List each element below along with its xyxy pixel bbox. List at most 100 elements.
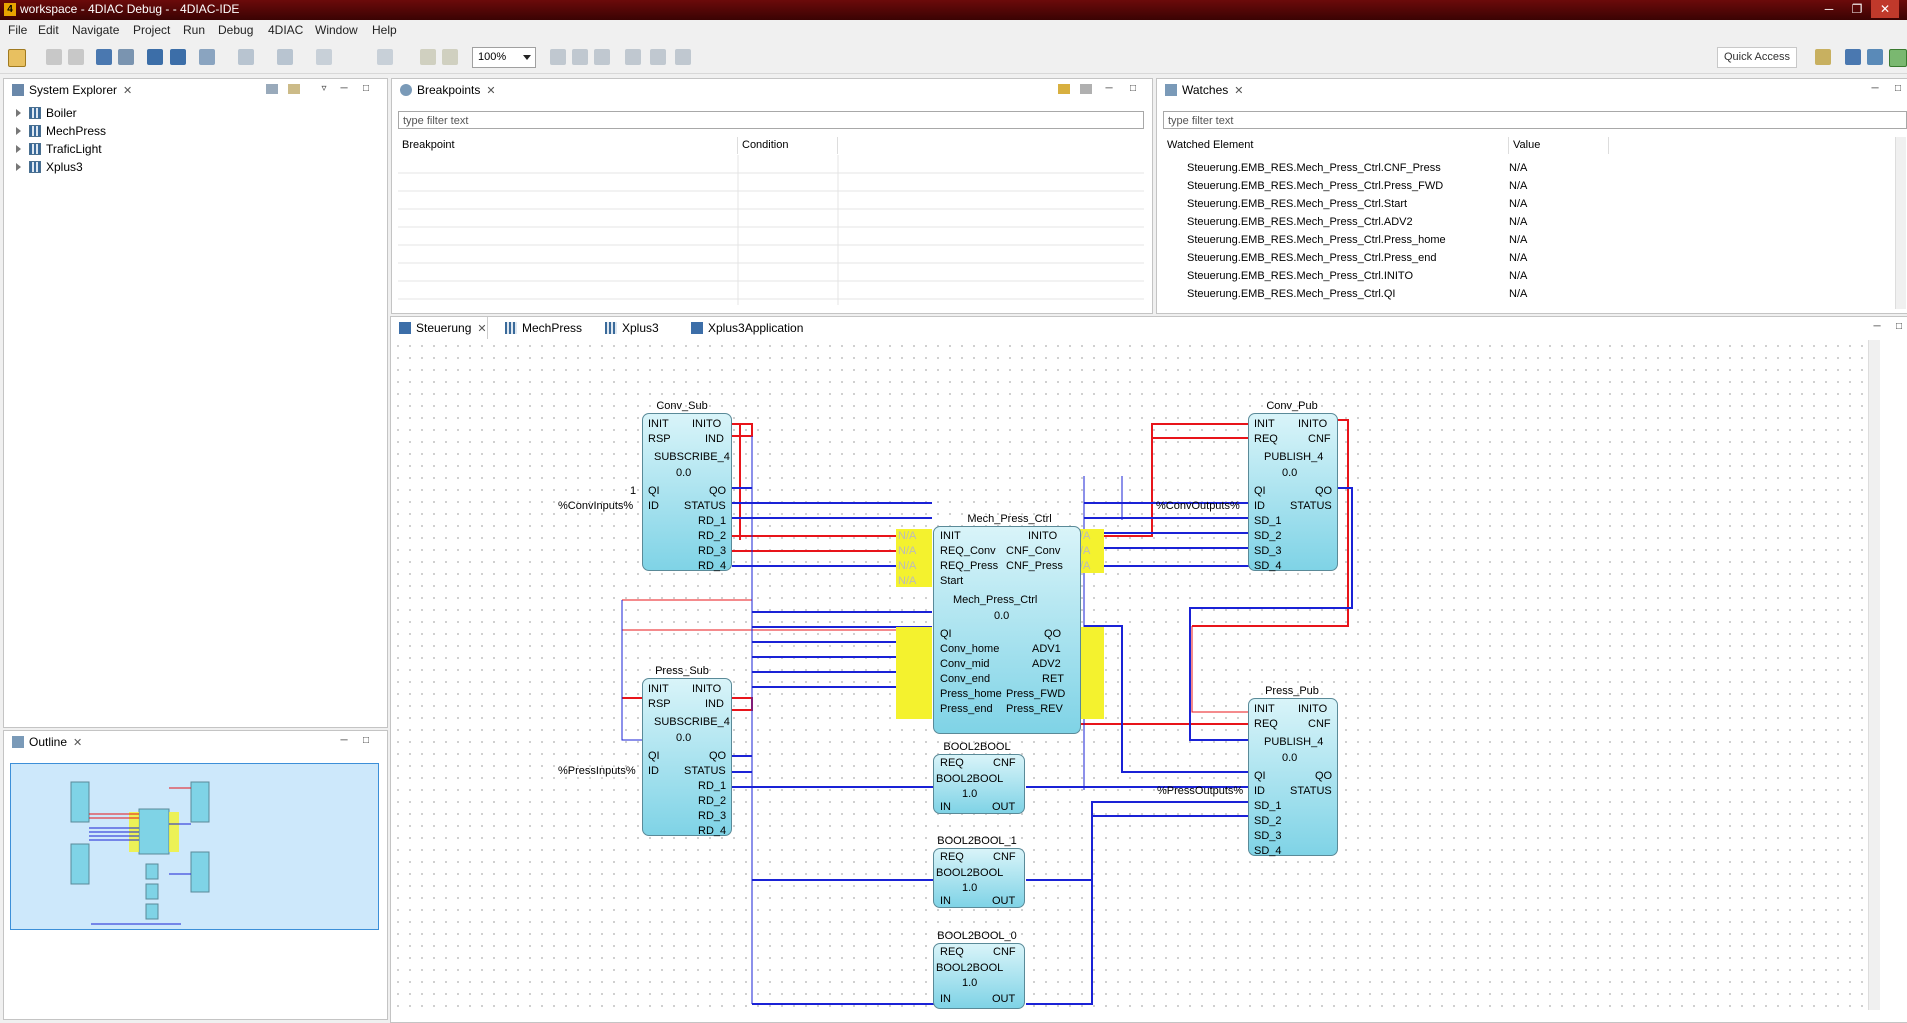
minimize-icon[interactable]: ─ xyxy=(1105,83,1113,94)
watch-row[interactable]: Steuerung.EMB_RES.Mech_Press_Ctrl.Start xyxy=(1187,197,1407,212)
tab-system-explorer[interactable]: System Explorer✕ xyxy=(6,79,132,101)
port-init[interactable]: INIT xyxy=(1254,418,1275,430)
align-left-icon[interactable] xyxy=(550,49,566,65)
port-inito[interactable]: INITO xyxy=(692,683,722,695)
port-status[interactable]: STATUS xyxy=(1290,500,1332,512)
port-rd2[interactable]: RD_2 xyxy=(698,795,727,807)
port-sd4[interactable]: SD_4 xyxy=(1254,560,1282,572)
port-qi[interactable]: QI xyxy=(1254,770,1266,782)
debug-icon[interactable] xyxy=(170,49,186,65)
column-breakpoint[interactable]: Breakpoint xyxy=(398,137,738,154)
port-req[interactable]: REQ xyxy=(940,757,964,769)
skip-all-breakpoints-icon[interactable] xyxy=(1058,84,1070,94)
port-status[interactable]: STATUS xyxy=(684,500,726,512)
port-sd1[interactable]: SD_1 xyxy=(1254,800,1282,812)
port-init[interactable]: INIT xyxy=(940,530,961,542)
menu-debug[interactable]: Debug xyxy=(218,23,254,37)
expand-arrow-icon[interactable] xyxy=(16,127,21,135)
port-sd4[interactable]: SD_4 xyxy=(1254,845,1282,857)
port-inito[interactable]: INITO xyxy=(692,418,722,430)
close-icon[interactable]: ✕ xyxy=(477,323,487,335)
port-cnf[interactable]: CNF xyxy=(1308,718,1331,730)
port-rd1[interactable]: RD_1 xyxy=(698,515,727,527)
align-middle-icon[interactable] xyxy=(650,49,666,65)
port-cnf-press[interactable]: CNF_Press xyxy=(1006,560,1063,572)
port-qo[interactable]: QO xyxy=(709,485,727,497)
close-icon[interactable]: ✕ xyxy=(123,85,133,97)
port-req-press[interactable]: REQ_Press xyxy=(940,560,999,572)
port-press-fwd[interactable]: Press_FWD xyxy=(1006,688,1066,700)
port-cnf-conv[interactable]: CNF_Conv xyxy=(1006,545,1061,557)
port-req[interactable]: REQ xyxy=(1254,433,1278,445)
port-qi[interactable]: QI xyxy=(1254,485,1266,497)
port-rd3[interactable]: RD_3 xyxy=(698,810,727,822)
watches-filter-input[interactable]: type filter text xyxy=(1163,111,1907,129)
open-perspective-icon[interactable] xyxy=(1815,49,1831,65)
port-adv1[interactable]: ADV1 xyxy=(1032,643,1061,655)
menu-navigate[interactable]: Navigate xyxy=(72,23,120,37)
watches-scrollbar[interactable] xyxy=(1895,137,1906,309)
port-sd2[interactable]: SD_2 xyxy=(1254,815,1282,827)
port-press-rev[interactable]: Press_REV xyxy=(1006,703,1063,715)
restore-button[interactable]: ❐ xyxy=(1851,2,1863,16)
port-req[interactable]: REQ xyxy=(940,946,964,958)
port-cnf[interactable]: CNF xyxy=(993,757,1016,769)
port-ind[interactable]: IND xyxy=(705,698,724,710)
watch-row[interactable]: Steuerung.EMB_RES.Mech_Press_Ctrl.Press_… xyxy=(1187,233,1446,248)
press-pub-name[interactable]: Press_Pub xyxy=(1265,685,1319,697)
press-sub-name[interactable]: Press_Sub xyxy=(655,665,709,677)
watch-row[interactable]: Steuerung.EMB_RES.Mech_Press_Ctrl.Press_… xyxy=(1187,179,1443,194)
port-qo[interactable]: QO xyxy=(1315,485,1333,497)
close-button[interactable]: ✕ xyxy=(1871,0,1899,18)
close-icon[interactable]: ✕ xyxy=(486,85,496,97)
watch-row[interactable]: Steuerung.EMB_RES.Mech_Press_Ctrl.INITO xyxy=(1187,269,1413,284)
tab-steuerung[interactable]: Steuerung✕ xyxy=(393,317,488,339)
menu-project[interactable]: Project xyxy=(133,23,171,37)
new-icon[interactable] xyxy=(8,49,26,67)
forward-icon[interactable] xyxy=(377,49,393,65)
port-id[interactable]: ID xyxy=(648,500,659,512)
port-inito[interactable]: INITO xyxy=(1298,418,1328,430)
minimize-icon[interactable]: ─ xyxy=(340,83,348,94)
fb-conv-pub[interactable] xyxy=(1248,413,1338,571)
minimize-button[interactable]: ─ xyxy=(1824,2,1834,16)
tab-xplus3application[interactable]: Xplus3Application xyxy=(685,317,803,339)
port-rd4[interactable]: RD_4 xyxy=(698,825,727,837)
port-adv2[interactable]: ADV2 xyxy=(1032,658,1061,670)
expand-arrow-icon[interactable] xyxy=(16,109,21,117)
align-bottom-icon[interactable] xyxy=(675,49,691,65)
maximize-icon[interactable]: □ xyxy=(362,83,370,94)
deployment-perspective-icon[interactable] xyxy=(1867,49,1883,65)
tab-outline[interactable]: Outline✕ xyxy=(6,731,82,753)
watch-row[interactable]: Steuerung.EMB_RES.Mech_Press_Ctrl.Press_… xyxy=(1187,251,1436,266)
canvas-scrollbar[interactable] xyxy=(1868,340,1880,1010)
fb-bool2bool[interactable] xyxy=(933,754,1025,814)
watch-row[interactable]: Steuerung.EMB_RES.Mech_Press_Ctrl.CNF_Pr… xyxy=(1187,161,1441,176)
port-ind[interactable]: IND xyxy=(705,433,724,445)
tab-breakpoints[interactable]: Breakpoints✕ xyxy=(394,79,496,101)
input-value[interactable]: %PressOutputs% xyxy=(1157,785,1244,797)
undo-icon[interactable] xyxy=(420,49,436,65)
port-qo[interactable]: QO xyxy=(709,750,727,762)
port-conv-end[interactable]: Conv_end xyxy=(940,673,991,685)
tree-item-xplus3[interactable]: Xplus3 xyxy=(16,159,83,175)
tree-item-traficlight[interactable]: TraficLight xyxy=(16,141,102,157)
port-qi[interactable]: QI xyxy=(648,485,660,497)
port-rd4[interactable]: RD_4 xyxy=(698,560,727,572)
column-condition[interactable]: Condition xyxy=(738,137,838,154)
port-sd2[interactable]: SD_2 xyxy=(1254,530,1282,542)
save-all-icon[interactable] xyxy=(68,49,84,65)
port-out[interactable]: OUT xyxy=(992,993,1016,1005)
port-out[interactable]: OUT xyxy=(992,801,1016,813)
prev-annotation-icon[interactable] xyxy=(277,49,293,65)
port-sd3[interactable]: SD_3 xyxy=(1254,830,1282,842)
watch-row[interactable]: Steuerung.EMB_RES.Mech_Press_Ctrl.QI xyxy=(1187,287,1395,302)
menu-help[interactable]: Help xyxy=(372,23,397,37)
align-top-icon[interactable] xyxy=(625,49,641,65)
port-req[interactable]: REQ xyxy=(940,851,964,863)
minimize-icon[interactable]: ─ xyxy=(1871,83,1879,94)
input-value[interactable]: %ConvInputs% xyxy=(558,500,634,512)
column-watched-element[interactable]: Watched Element xyxy=(1163,137,1509,154)
conv-sub-name[interactable]: Conv_Sub xyxy=(656,400,708,412)
maximize-icon[interactable]: □ xyxy=(362,735,370,746)
